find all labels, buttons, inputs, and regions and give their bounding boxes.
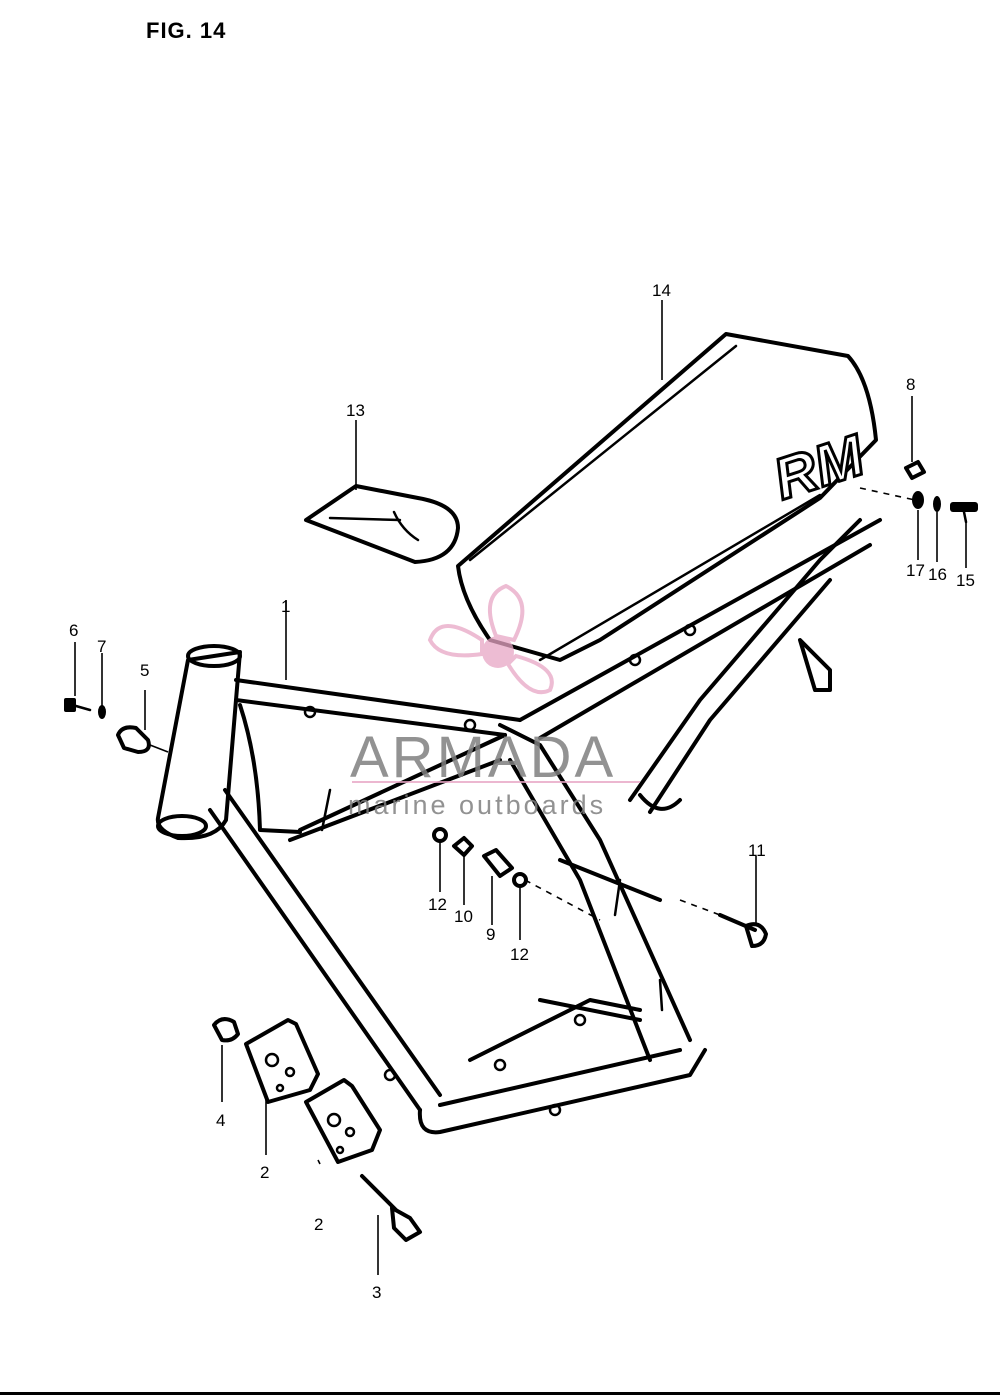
watermark-brand: ARMADA [350, 725, 617, 790]
bolt-6-part [64, 698, 92, 712]
watermark-propeller-icon [427, 583, 554, 695]
callout-15: 15 [956, 571, 975, 590]
bolt-15-part [950, 502, 978, 524]
callout-1: 1 [281, 597, 290, 616]
callout-2-upper: 2 [260, 1163, 269, 1182]
washer-7-part [98, 705, 106, 719]
callout-3: 3 [372, 1283, 381, 1302]
washer-17-part [912, 491, 924, 509]
washer-12b-part [512, 872, 528, 888]
washer-12a-part [432, 827, 448, 843]
washer-16-part [933, 496, 941, 512]
engine-plate-upper-part [244, 1018, 320, 1104]
bolt-11-part [718, 913, 768, 948]
callout-9: 9 [486, 925, 495, 944]
callout-10: 10 [454, 907, 473, 926]
callout-12-right: 12 [510, 945, 529, 964]
callout-labels: 1 2 2 3 4 5 6 7 8 9 10 11 12 12 13 14 15… [69, 281, 975, 1302]
nut-8-part [904, 460, 926, 480]
main-frame-part [155, 518, 882, 1135]
callout-5: 5 [140, 661, 149, 680]
seat-logo-text: RM [766, 422, 873, 512]
collar-10-part [452, 836, 474, 857]
callout-17: 17 [906, 561, 925, 580]
bottom-border [0, 1392, 1000, 1395]
callout-6: 6 [69, 621, 78, 640]
callout-2-lower: 2 [314, 1215, 323, 1234]
callout-8: 8 [906, 375, 915, 394]
watermark-tagline: marine outboards [348, 790, 607, 820]
bushing-9-part [482, 848, 514, 878]
engine-plate-lower-part [304, 1078, 382, 1164]
callout-11: 11 [748, 841, 766, 860]
nut-4-part [212, 1017, 240, 1043]
leader-lines [74, 300, 967, 1275]
callout-7: 7 [97, 637, 106, 656]
callout-13: 13 [346, 401, 365, 420]
callout-4: 4 [216, 1111, 225, 1130]
clamp-part [116, 725, 151, 754]
callout-12-left: 12 [428, 895, 447, 914]
callout-16: 16 [928, 565, 947, 584]
figure-title: FIG. 14 [146, 18, 227, 43]
bolt-3-part [360, 1174, 422, 1242]
seat-pad-part [304, 484, 460, 564]
callout-14: 14 [652, 281, 671, 300]
